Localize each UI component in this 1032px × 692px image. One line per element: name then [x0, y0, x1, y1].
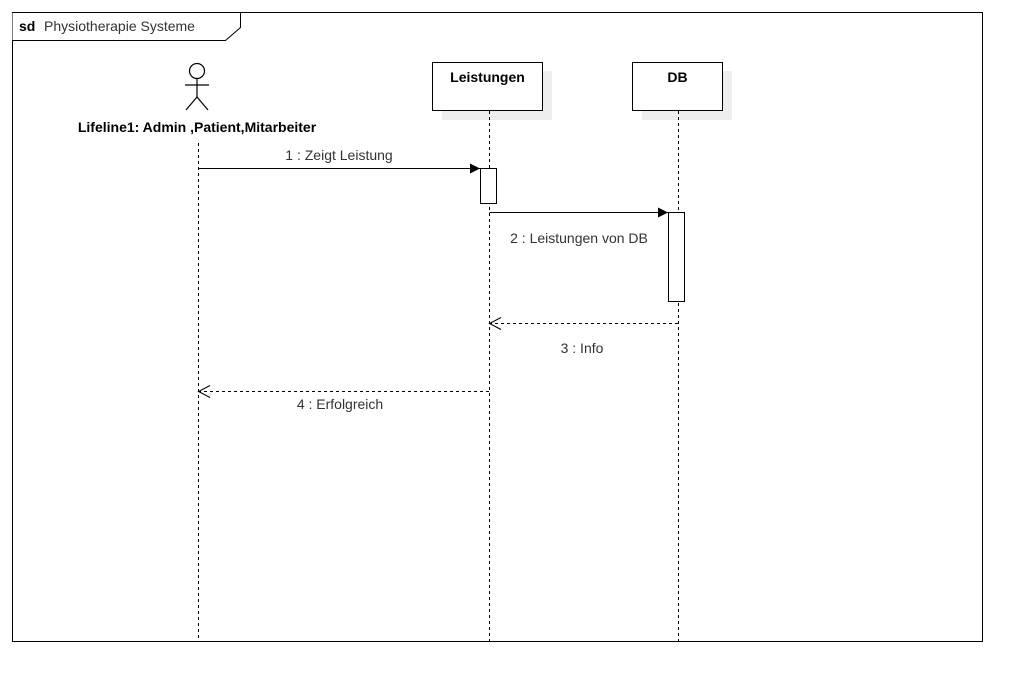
- stick-figure-icon: [185, 62, 209, 111]
- message-2[interactable]: 2 : Leistungen von DB: [489, 207, 669, 247]
- message-1-label: 1 : Zeigt Leistung: [285, 147, 392, 163]
- leistungen-activation: [480, 168, 497, 204]
- leistungen-head: [432, 62, 543, 111]
- actor-lifeline[interactable]: Lifeline1: Admin ,Patient,Mitarbeiter: [78, 62, 317, 643]
- frame-title: Physiotherapie Systeme: [44, 18, 195, 34]
- db-lifeline[interactable]: DB: [632, 62, 733, 643]
- open-arrowhead-icon: [197, 385, 211, 398]
- leistungen-label: Leistungen: [450, 69, 525, 85]
- sd-frame: sd Physiotherapie Systeme: [12, 12, 983, 642]
- db-head: [632, 62, 723, 111]
- message-2-label: 2 : Leistungen von DB: [510, 230, 648, 246]
- message-4-label: 4 : Erfolgreich: [297, 396, 383, 412]
- db-label: DB: [667, 69, 687, 85]
- db-activation: [668, 212, 685, 302]
- frame-tab: [12, 12, 241, 41]
- message-3-label: 3 : Info: [561, 340, 604, 356]
- actor-label: Lifeline1: Admin ,Patient,Mitarbeiter: [78, 119, 317, 135]
- message-3[interactable]: 3 : Info: [488, 317, 678, 357]
- message-4[interactable]: 4 : Erfolgreich: [197, 385, 489, 413]
- frame-keyword: sd: [19, 18, 35, 34]
- open-arrowhead-icon: [488, 317, 502, 330]
- leistungen-lifeline[interactable]: Leistungen: [432, 62, 553, 643]
- message-1[interactable]: 1 : Zeigt Leistung: [198, 147, 481, 174]
